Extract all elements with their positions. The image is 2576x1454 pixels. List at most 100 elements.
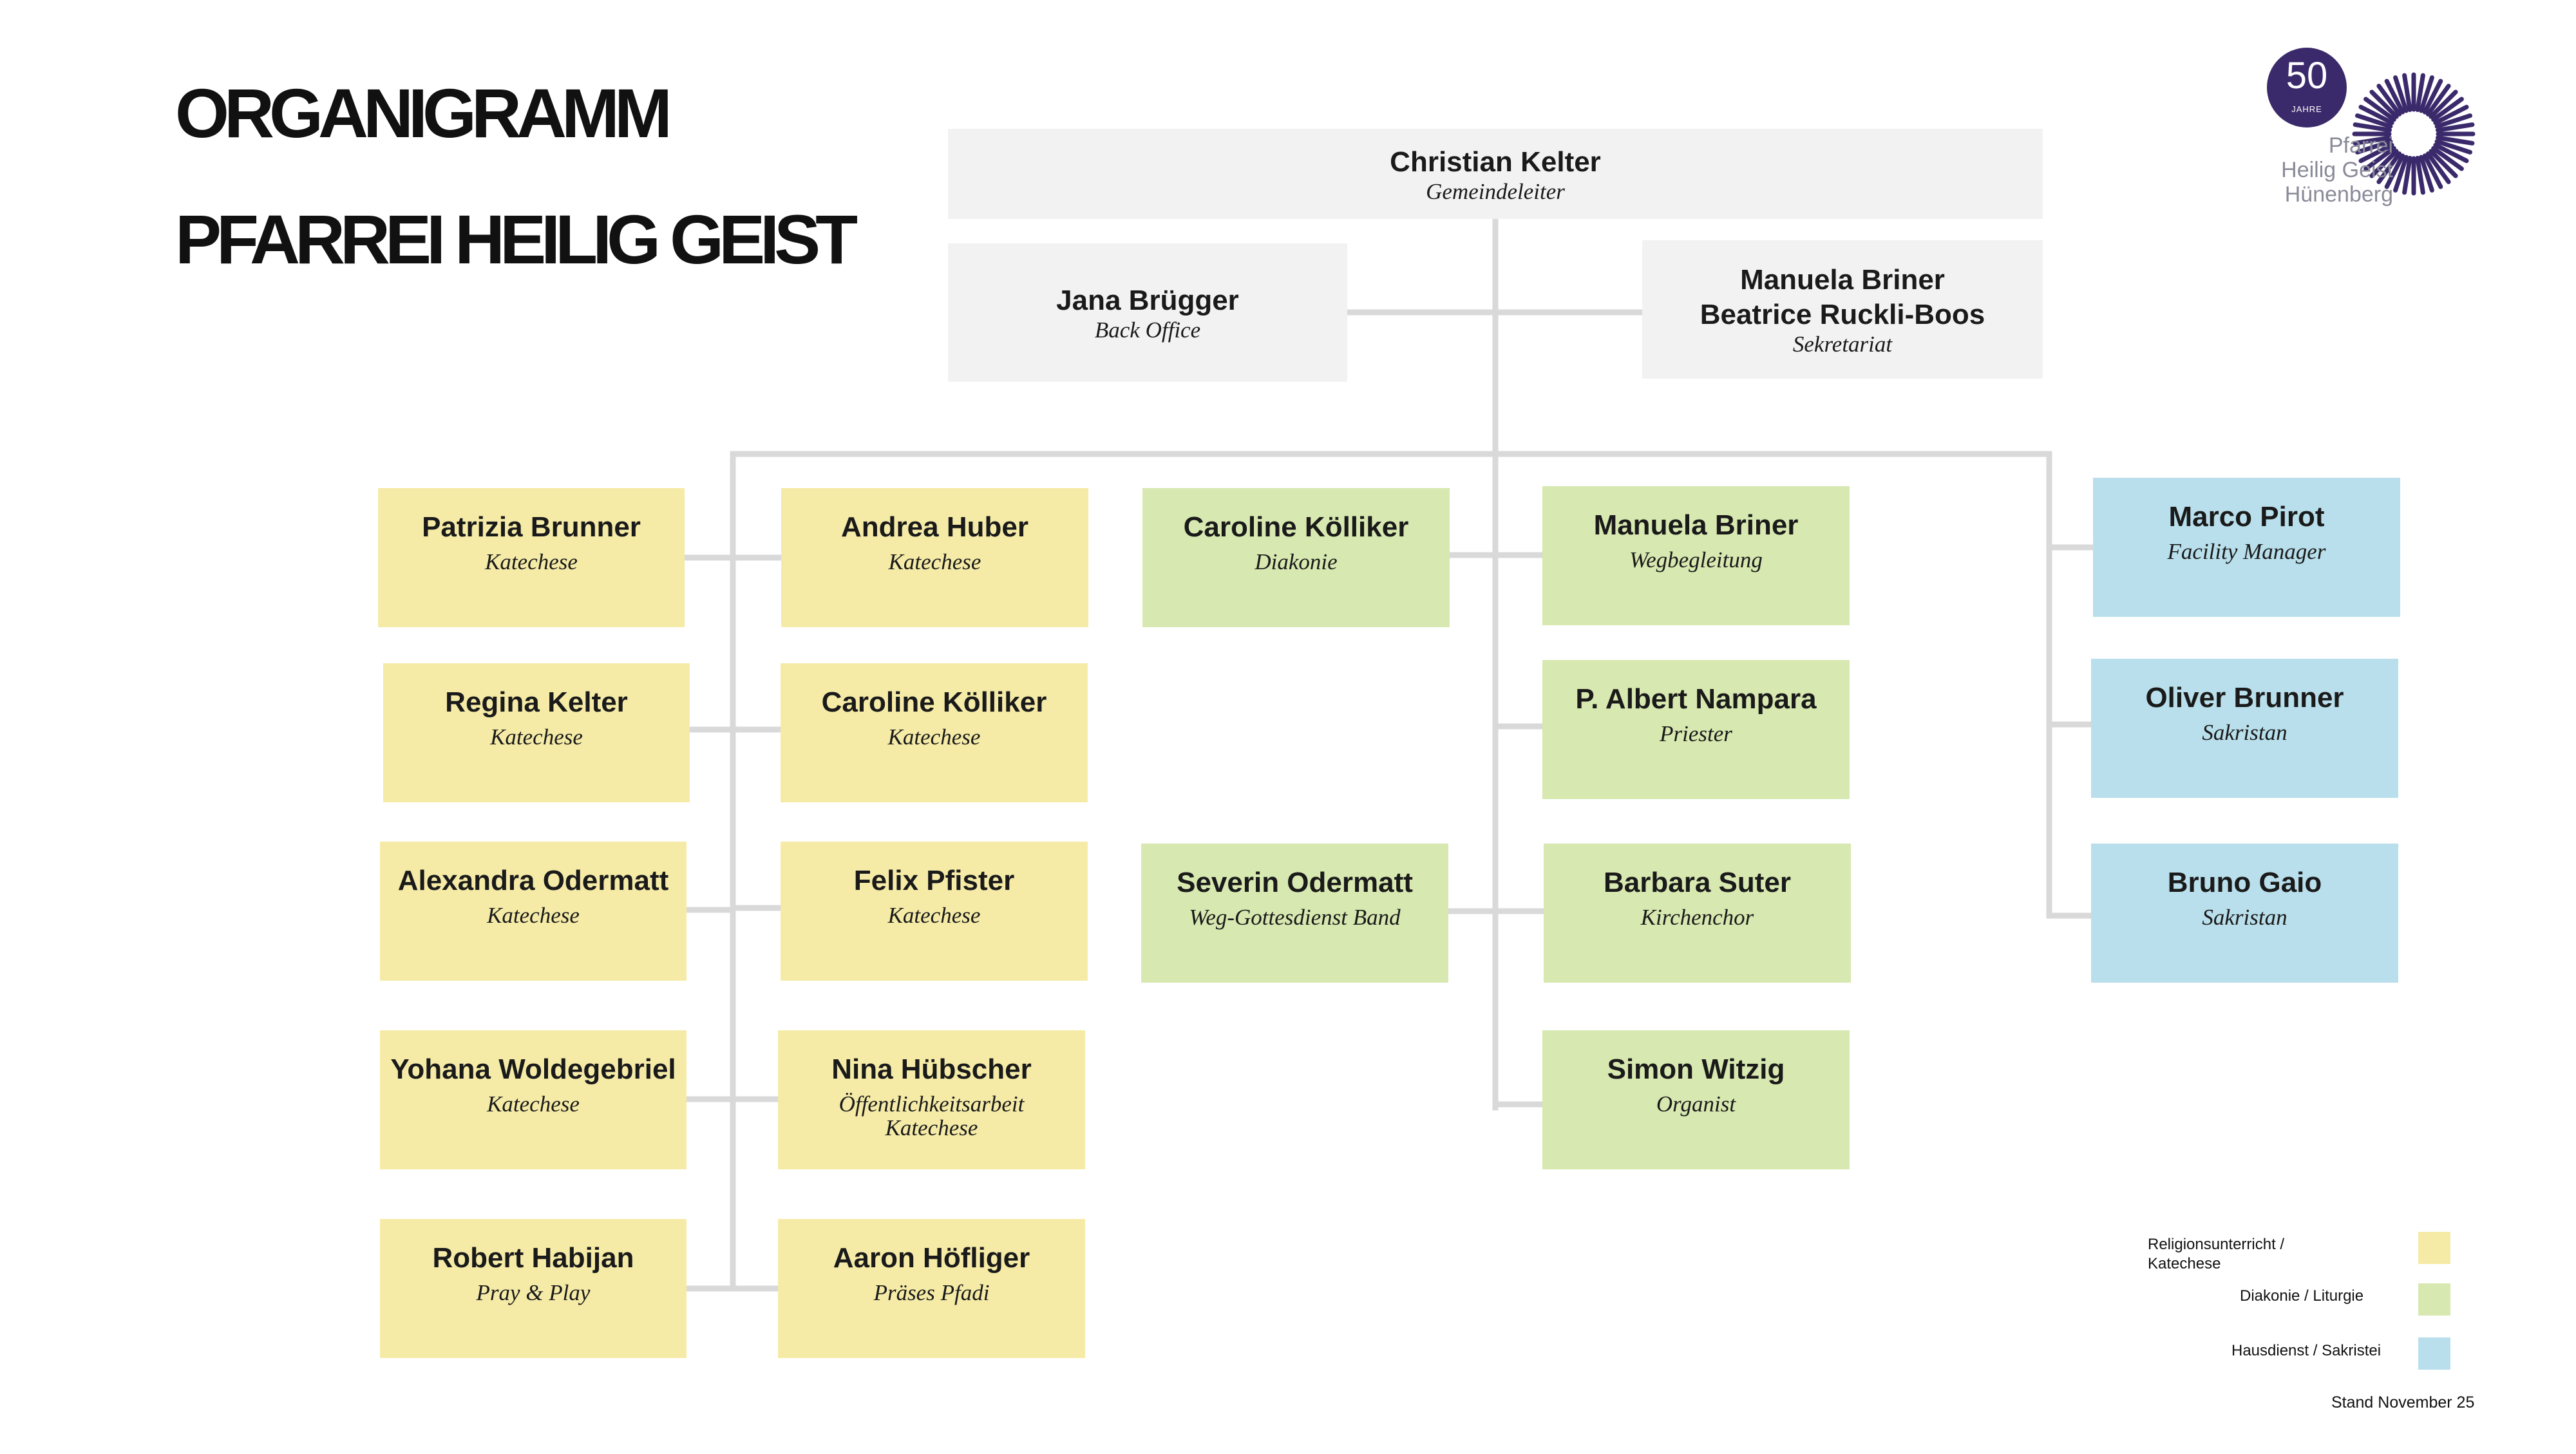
person-box: Oliver Brunner Sakristan: [2091, 659, 2398, 798]
person-box: Severin Odermatt Weg-Gottesdienst Band: [1141, 844, 1448, 983]
person-name: Simon Witzig: [1607, 1053, 1785, 1085]
person-role: Präses Pfadi: [873, 1280, 990, 1305]
legend-swatch-blue: [2418, 1337, 2450, 1370]
legend-label-line: Katechese: [2148, 1255, 2221, 1272]
person-role: Katechese: [487, 1091, 580, 1117]
person-role: Wegbegleitung: [1629, 547, 1763, 572]
person-box: Barbara Suter Kirchenchor: [1544, 844, 1851, 983]
sunburst-ray: [2369, 149, 2399, 178]
person-name: Regina Kelter: [445, 686, 628, 718]
sunburst-ray: [2402, 73, 2412, 112]
person-role: Sakristan: [2202, 905, 2287, 930]
person-name: Nina Hübscher: [831, 1053, 1032, 1085]
person-name: Bruno Gaio: [2167, 867, 2322, 898]
person-box: Patrizia Brunner Katechese: [378, 488, 685, 627]
person-name: Andrea Huber: [841, 511, 1028, 543]
sunburst-ray: [2434, 139, 2472, 155]
badge-subtext: JAHRE: [2291, 104, 2322, 114]
person-role: Sakristan: [2202, 720, 2287, 745]
sunburst-ray: [2355, 139, 2393, 155]
person-box: Yohana Woldegebriel Katechese: [380, 1030, 687, 1169]
person-role: Katechese: [485, 549, 578, 574]
person-box: Robert Habijan Pray & Play: [380, 1219, 687, 1358]
sunburst-ray: [2363, 146, 2396, 171]
sunburst-ray: [2415, 73, 2425, 112]
leader-name: Christian Kelter: [1390, 146, 1601, 178]
person-role: Öffentlichkeitsarbeit: [838, 1091, 1025, 1117]
sunburst-ray: [2384, 153, 2405, 189]
person-box: Caroline Kölliker Diakonie: [1142, 488, 1450, 627]
legend-swatch-green: [2418, 1283, 2450, 1316]
person-box: Alexandra Odermatt Katechese: [380, 842, 687, 981]
person-role: Katechese: [487, 903, 580, 928]
person-name: Alexandra Odermatt: [397, 865, 669, 896]
parish-logo: [2267, 48, 2476, 196]
leader-box: Christian Kelter Gemeindeleiter: [948, 129, 2043, 219]
person-role: Diakonie: [1255, 549, 1338, 574]
sunburst-ray: [2363, 97, 2396, 122]
person-role: Weg-Gottesdienst Band: [1189, 905, 1401, 930]
sunburst-ray: [2419, 75, 2434, 113]
sunburst-ray: [2376, 84, 2402, 117]
sunburst-ray: [2355, 113, 2393, 129]
stand-date: Stand November 25: [2331, 1393, 2475, 1412]
sunburst-ray: [2425, 151, 2451, 184]
sunburst-ray: [2419, 155, 2434, 193]
person-box: Manuela Briner Wegbegleitung: [1542, 486, 1850, 625]
person-box: Andrea Huber Katechese: [781, 488, 1088, 627]
person-box: Felix Pfister Katechese: [781, 842, 1088, 981]
sunburst-ray: [2369, 90, 2399, 119]
person-role: Pray & Play: [476, 1280, 591, 1305]
sunburst-ray: [2429, 90, 2458, 119]
person-name: Manuela Briner: [1593, 509, 1799, 541]
logo-text-3: Hünenberg: [2284, 182, 2393, 207]
sunburst-ray: [2358, 142, 2394, 164]
sunburst-ray: [2358, 104, 2394, 126]
sunburst-ray: [2393, 75, 2409, 113]
person-name: P. Albert Nampara: [1575, 683, 1817, 715]
leader-role: Gemeindeleiter: [1426, 178, 1565, 204]
legend-label-hausdienst: Hausdienst / Sakristei: [2231, 1342, 2382, 1359]
person-box: Bruno Gaio Sakristan: [2091, 844, 2398, 983]
legend-label-katechese: Religionsunterricht / Katechese: [2148, 1235, 2284, 1274]
page-subtitle: PFARREI HEILIG GEIST: [175, 200, 858, 278]
backoffice-box: Jana Brügger Back Office: [948, 243, 1347, 382]
person-name: Yohana Woldegebriel: [390, 1053, 676, 1085]
person-name: Caroline Kölliker: [1183, 511, 1409, 543]
person-name: Patrizia Brunner: [422, 511, 641, 543]
logo-text-1: Pfarrei: [2328, 133, 2393, 158]
sunburst-ray: [2422, 79, 2443, 115]
sunburst-ray: [2425, 84, 2451, 117]
person-role: Katechese: [888, 549, 981, 574]
person-name: Robert Habijan: [432, 1242, 634, 1274]
sekretariat-box: Manuela Briner Beatrice Ruckli-Boos Sekr…: [1642, 240, 2043, 379]
sekretariat-name-1: Manuela Briner: [1740, 264, 1945, 296]
sunburst-ray: [2429, 149, 2458, 178]
sunburst-ray: [2393, 155, 2409, 193]
badge-number: 50: [2286, 55, 2328, 97]
sunburst-ray: [2433, 104, 2469, 126]
person-role: Kirchenchor: [1640, 905, 1754, 930]
person-box: Aaron Höfliger Präses Pfadi: [778, 1219, 1085, 1358]
legend-label-diakonie: Diakonie / Liturgie: [2240, 1287, 2364, 1305]
person-role-2: Katechese: [885, 1115, 978, 1140]
sunburst-ray: [2422, 153, 2443, 189]
person-box: Regina Kelter Katechese: [383, 663, 690, 802]
person-role: Priester: [1660, 721, 1732, 746]
sunburst-ray: [2415, 156, 2425, 195]
person-name: Oliver Brunner: [2145, 682, 2344, 713]
person-box: Marco Pirot Facility Manager: [2093, 478, 2400, 617]
sunburst-icon: [2352, 72, 2476, 196]
person-name: Aaron Höfliger: [833, 1242, 1030, 1274]
sunburst-ray: [2436, 122, 2475, 133]
backoffice-role: Back Office: [1094, 317, 1201, 343]
person-box: Caroline Kölliker Katechese: [781, 663, 1088, 802]
person-role: Facility Manager: [2167, 539, 2326, 564]
page-title: ORGANIGRAMM: [175, 74, 672, 152]
sekretariat-name-2: Beatrice Ruckli-Boos: [1700, 299, 1985, 330]
person-box: P. Albert Nampara Priester: [1542, 660, 1850, 799]
sunburst-ray: [2353, 122, 2392, 133]
person-name: Caroline Kölliker: [821, 686, 1047, 718]
sunburst-ray: [2431, 97, 2464, 122]
